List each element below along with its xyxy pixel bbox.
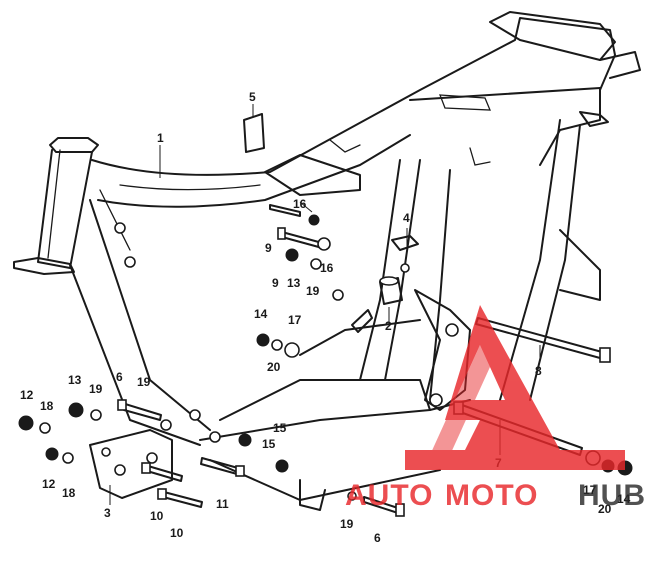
watermark-logo-triangle	[405, 305, 625, 470]
nut-12a	[18, 415, 34, 431]
watermark-text-auto: AUTO	[345, 479, 433, 512]
callout-12-lower: 12	[42, 477, 56, 491]
callout-9-upper: 9	[265, 241, 272, 255]
washer-19	[310, 258, 322, 270]
callout-11: 11	[216, 497, 229, 511]
nut-13	[285, 248, 299, 262]
washer-16b	[317, 237, 331, 251]
callout-6-lower: 6	[374, 531, 381, 545]
bolt-10-upper	[141, 462, 183, 482]
callout-20-lower: 20	[598, 502, 612, 516]
washer-18b	[62, 452, 74, 464]
callout-10-upper: 10	[150, 509, 164, 523]
callout-8: 8	[535, 364, 542, 378]
washer-17	[284, 342, 300, 358]
callout-5: 5	[249, 90, 256, 104]
callout-19-mid: 19	[137, 375, 151, 389]
callout-13-right: 13	[287, 276, 301, 290]
nut-15a	[238, 433, 252, 447]
watermark-text-hub: HUB	[578, 479, 646, 512]
callout-1: 1	[157, 131, 164, 145]
callout-19-upper: 19	[306, 284, 320, 298]
nut-16a	[308, 214, 320, 226]
callout-19-bottom: 19	[340, 517, 354, 531]
callout-17-upper: 17	[288, 313, 302, 327]
callout-17-lower: 17	[583, 483, 597, 497]
nut-12b	[45, 447, 59, 461]
washer-20	[271, 339, 283, 351]
callout-6-upper: 6	[116, 370, 123, 384]
bolt-6-upper	[117, 399, 162, 421]
part-3-engine-bracket	[89, 429, 173, 499]
callout-10-lower: 10	[170, 526, 184, 540]
callout-3: 3	[104, 506, 111, 520]
nut-13b	[68, 402, 84, 418]
callout-18-upper: 18	[40, 399, 54, 413]
bolt-6-lower	[363, 496, 405, 517]
callout-19-left: 19	[89, 382, 103, 396]
callout-18-lower: 18	[62, 486, 76, 500]
callout-13-left: 13	[68, 373, 82, 387]
watermark-text-moto: MOTO	[445, 479, 538, 512]
washer-19b	[90, 409, 102, 421]
callout-15-top: 15	[273, 421, 287, 435]
nut-15b	[275, 459, 289, 473]
callout-9-lower: 9	[272, 276, 279, 290]
part-5-sleeve	[243, 113, 265, 153]
callout-20-upper: 20	[267, 360, 281, 374]
washer-19d	[347, 491, 357, 501]
part-4-clip	[391, 235, 419, 273]
washer-19c	[160, 419, 172, 431]
callout-16-lower: 16	[320, 261, 334, 275]
bolt-11	[200, 457, 245, 477]
callout-2: 2	[385, 319, 392, 333]
bolt-10-lower	[157, 488, 203, 508]
automotohub-watermark: AUTO MOTO HUB	[345, 305, 646, 512]
callout-15-left: 15	[262, 437, 276, 451]
callout-14-lower: 14	[617, 492, 631, 506]
callout-labels: 1 2 3 4 5 6 6 7 8 9 9 10 10 11 12 12 13 …	[20, 90, 631, 545]
callout-4: 4	[403, 211, 410, 225]
washer-18a	[39, 422, 51, 434]
nut-14	[256, 333, 270, 347]
callout-12-upper: 12	[20, 388, 34, 402]
callout-14-upper: 14	[254, 307, 268, 321]
part-2-bushing	[379, 276, 403, 305]
callout-16-upper: 16	[293, 197, 307, 211]
